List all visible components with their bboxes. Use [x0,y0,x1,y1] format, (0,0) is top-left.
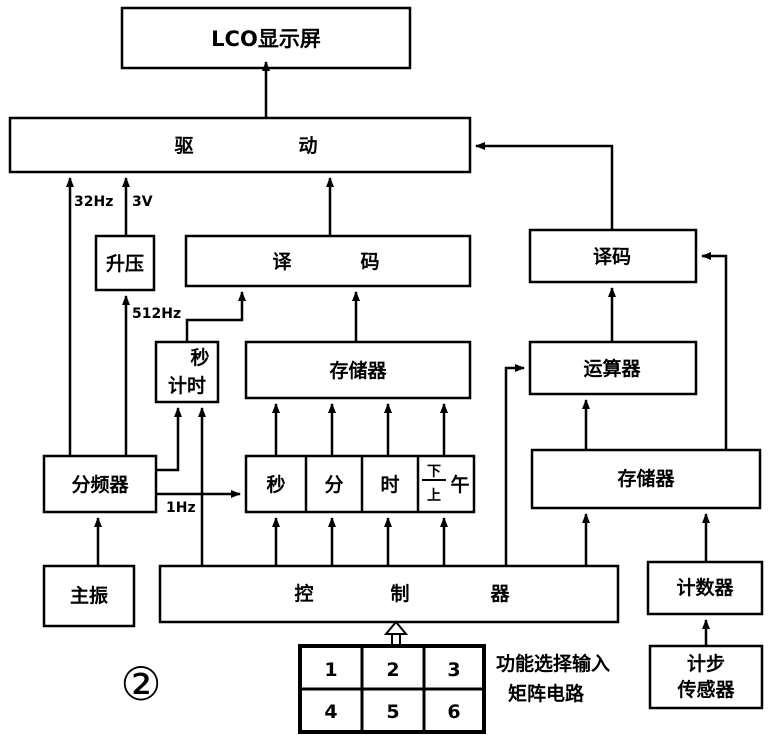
keypad-caption-line2: 矩阵电路 [508,682,585,705]
decoder-left-label-a: 译 [272,251,292,273]
main-oscillator-box [42,564,136,628]
arrow-decoder-right-to-driver [475,142,614,230]
counter-box [646,560,764,616]
freq-512hz-label: 512Hz [132,306,181,322]
decoder-left-label-b: 码 [360,251,379,273]
freq-32hz-label: 32Hz [74,194,113,210]
keypad-key: 1 [324,659,337,681]
second-timer-label-bottom: 计时 [168,375,206,397]
controller-label-b: 制 [390,582,409,605]
memory-right-box [530,448,762,510]
step-sensor-box [648,644,764,710]
time-register-box [244,454,476,514]
booster-label: 升压 [106,253,144,275]
driver-box [8,116,472,174]
arithmetic-unit-label: 运算器 [583,357,641,380]
keypad-key: 2 [386,659,399,681]
arithmetic-unit-box [528,340,698,396]
step-sensor-label-top: 计步 [687,653,725,675]
controller-box [158,564,620,624]
main-oscillator-label: 主振 [70,584,108,607]
memory-center-label: 存储器 [329,359,387,382]
keypad-key: 4 [324,701,337,723]
divider-label: 分频器 [71,473,129,496]
controller-label-c: 器 [489,583,510,605]
ampm-label-side: 午 [450,473,469,496]
arrow-divider-to-timer [156,407,182,472]
controller-label-a: 控 [294,582,313,605]
counter-label: 计数器 [676,576,734,599]
freq-1hz-label: 1Hz [166,500,196,516]
memory-right-label: 存储器 [617,467,675,490]
keypad-caption-line1: 功能选择输入 [496,652,610,675]
lcd-display-box [120,6,412,70]
driver-label-right: 动 [298,135,317,157]
ampm-label-top: 下 [427,464,441,480]
register-cell-second: 秒 [266,473,285,496]
decoder-left-box [184,234,472,288]
driver-label-left: 驱 [174,135,193,157]
register-cell-minute: 分 [324,474,343,496]
arrow-controller-to-alu [504,364,525,566]
lcd-display-label: LCO显示屏 [211,27,321,51]
register-cell-hour: 时 [380,474,399,496]
decoder-right-label: 译码 [593,246,631,268]
memory-center-box [244,340,472,400]
second-timer-label-top: 秒 [190,346,209,369]
booster-box [94,234,156,292]
second-timer-box [154,340,220,404]
keypad-matrix [298,644,486,734]
arrow-timer-to-decoder [185,291,246,342]
arrow-memory-right-to-decoder [701,252,728,450]
volt-3v-label: 3V [132,194,153,210]
arrow-keypad-to-controller [383,620,409,646]
figure-number: ② [120,657,161,711]
ampm-label-bottom: 上 [427,488,441,504]
divider-box [42,454,158,514]
keypad-key: 5 [386,701,399,723]
keypad-key: 6 [447,701,460,723]
step-sensor-label-bottom: 传感器 [676,678,735,701]
keypad-key: 3 [447,659,460,681]
